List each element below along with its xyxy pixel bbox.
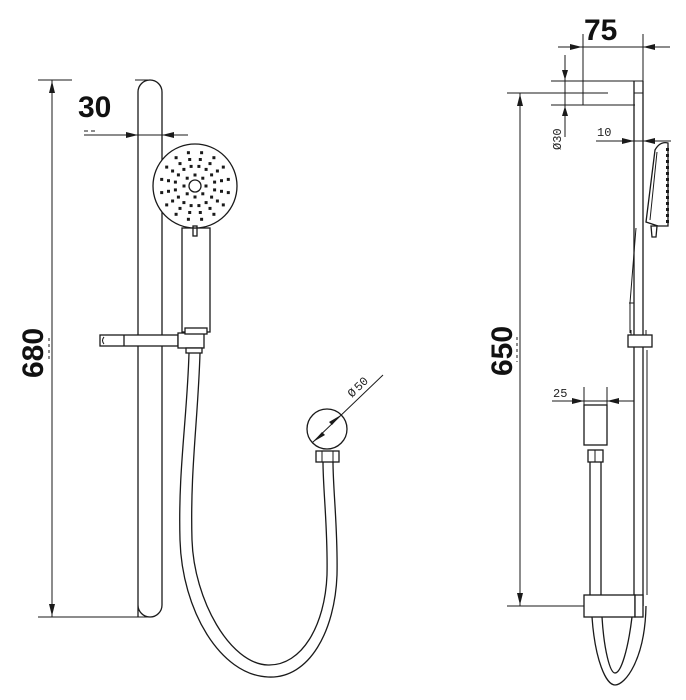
side-nozzles — [666, 148, 669, 223]
front-view: 680 30 — [17, 79, 384, 678]
dimension-label-10: 10 — [597, 126, 611, 140]
side-wall-outlet — [583, 404, 608, 463]
dimension-label-25: 25 — [553, 387, 567, 401]
hand-shower — [152, 143, 238, 335]
slide-rail — [137, 79, 163, 618]
dimension-label-680: 680 — [17, 328, 50, 378]
dimension-680: 680 — [17, 79, 152, 618]
side-bottom-bracket — [583, 594, 636, 618]
dimension-label-75: 75 — [584, 14, 617, 47]
dimension-650: 650 — [486, 92, 608, 607]
dimension-dia30: Ø30 — [551, 55, 643, 150]
spray-nozzles — [160, 151, 230, 221]
side-hand-shower — [629, 142, 669, 333]
shower-hose — [179, 352, 338, 678]
side-hose — [589, 350, 648, 686]
dimension-label-dia50: Ø50 — [345, 374, 372, 400]
slider-bracket — [99, 332, 205, 354]
dimension-label-30: 30 — [78, 91, 111, 124]
side-slider — [627, 334, 653, 348]
side-view: 75 Ø30 650 10 — [486, 14, 671, 686]
dimension-30: 30 — [78, 91, 188, 138]
dimension-25: 25 — [552, 387, 634, 405]
dimension-label-650: 650 — [486, 326, 519, 376]
dimension-label-dia30: Ø30 — [551, 128, 565, 150]
wall-outlet: Ø50 — [306, 374, 384, 463]
dimension-75: 75 — [558, 14, 670, 105]
